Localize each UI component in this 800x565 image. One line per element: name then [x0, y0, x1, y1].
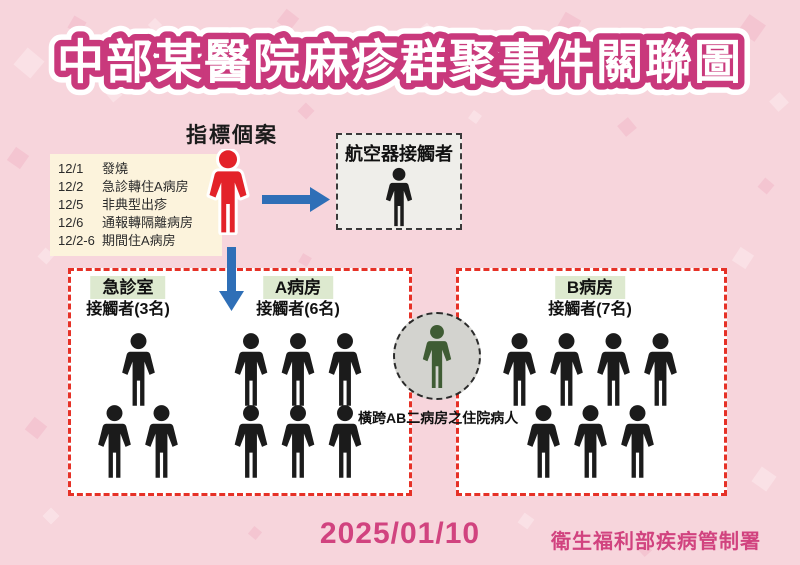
svg-text:中部某醫院麻疹群聚事件關聯圖: 中部某醫院麻疹群聚事件關聯圖: [57, 36, 743, 89]
ward-a-contacts-count: 接觸者(6名): [256, 301, 340, 318]
ward-a-group-label: A病房 接觸者(6名): [256, 276, 340, 319]
confetti-square: [298, 253, 312, 267]
bridge-patient-circle: [393, 312, 481, 400]
svg-text:中部某醫院麻疹群聚事件關聯圖: 中部某醫院麻疹群聚事件關聯圖: [57, 36, 743, 89]
confetti-square: [468, 110, 482, 124]
agency-name: 衛生福利部疾病管制署: [551, 531, 761, 553]
confetti-square: [42, 507, 60, 525]
contact-person-icon: [620, 405, 654, 478]
contact-person-icon: [597, 333, 630, 406]
er-group-label: 急診室 接觸者(3名): [86, 276, 170, 319]
contact-person-icon: [145, 405, 178, 478]
contact-person-icon: [644, 333, 677, 406]
contact-person-icon: [328, 333, 362, 406]
page-title: 中部某醫院麻疹群聚事件關聯圖 中部某醫院麻疹群聚事件關聯圖 中部某醫院麻疹群聚事…: [45, 24, 753, 101]
aircraft-contact-person-icon: [385, 167, 413, 227]
ward-b-contacts-count: 接觸者(7名): [548, 301, 632, 318]
index-case-timeline: 12/1 發燒 12/2 急診轉住A病房 12/5 非典型出疹 12/6 通報轉…: [50, 154, 222, 256]
confetti-square: [617, 117, 637, 137]
confetti-square: [517, 512, 535, 530]
ward-b-chip: B病房: [554, 276, 626, 299]
er-and-ward-a-box: [68, 268, 412, 496]
aircraft-contacts-box: 航空器接觸者: [336, 133, 462, 230]
confetti-square: [6, 146, 30, 170]
er-chip: 急診室: [90, 276, 166, 299]
timeline-row: 12/1 發燒: [58, 161, 129, 176]
contact-person-icon: [281, 333, 315, 406]
ward-b-contact-figures: [497, 332, 684, 480]
er-contacts-count: 接觸者(3名): [86, 301, 170, 318]
ward-b-group-label: B病房 接觸者(7名): [548, 276, 632, 319]
contact-person-icon: [573, 405, 607, 478]
index-case-label: 指標個案: [186, 124, 278, 147]
confetti-square: [297, 102, 315, 120]
contact-person-icon: [98, 405, 131, 478]
ward-a-contact-figures: [228, 332, 368, 480]
ward-b-box: [456, 268, 727, 496]
publish-date: 2025/01/10: [319, 517, 481, 550]
contact-person-icon: [234, 333, 268, 406]
timeline-row: 12/2 急診轉住A病房: [58, 179, 189, 194]
contact-person-icon: [121, 333, 155, 406]
contact-person-icon: [550, 333, 583, 406]
er-contact-figures: [92, 332, 185, 480]
arrow-down-icon: [219, 247, 244, 311]
timeline-row: 12/6 通報轉隔離病房: [58, 215, 194, 230]
bridge-patient-person-icon: [422, 324, 452, 389]
confetti-square: [757, 177, 775, 195]
arrow-right-icon: [262, 187, 330, 212]
contact-person-icon: [503, 333, 536, 406]
contact-person-icon: [281, 405, 315, 478]
confetti-square: [24, 416, 48, 440]
confetti-square: [751, 466, 777, 492]
index-case-person-icon: [202, 149, 254, 235]
timeline-row: 12/2-6 期間住A病房: [58, 233, 176, 248]
contact-person-icon: [526, 405, 560, 478]
aircraft-contacts-label: 航空器接觸者: [345, 144, 453, 164]
bridge-patient-label: 橫跨AB二病房之住院病人: [358, 410, 519, 426]
timeline-row: 12/5 非典型出疹: [58, 197, 168, 212]
ward-a-chip: A病房: [262, 276, 334, 299]
svg-text:中部某醫院麻疹群聚事件關聯圖: 中部某醫院麻疹群聚事件關聯圖: [57, 36, 743, 89]
confetti-square: [247, 525, 263, 541]
contact-person-icon: [234, 405, 268, 478]
confetti-square: [731, 246, 755, 270]
